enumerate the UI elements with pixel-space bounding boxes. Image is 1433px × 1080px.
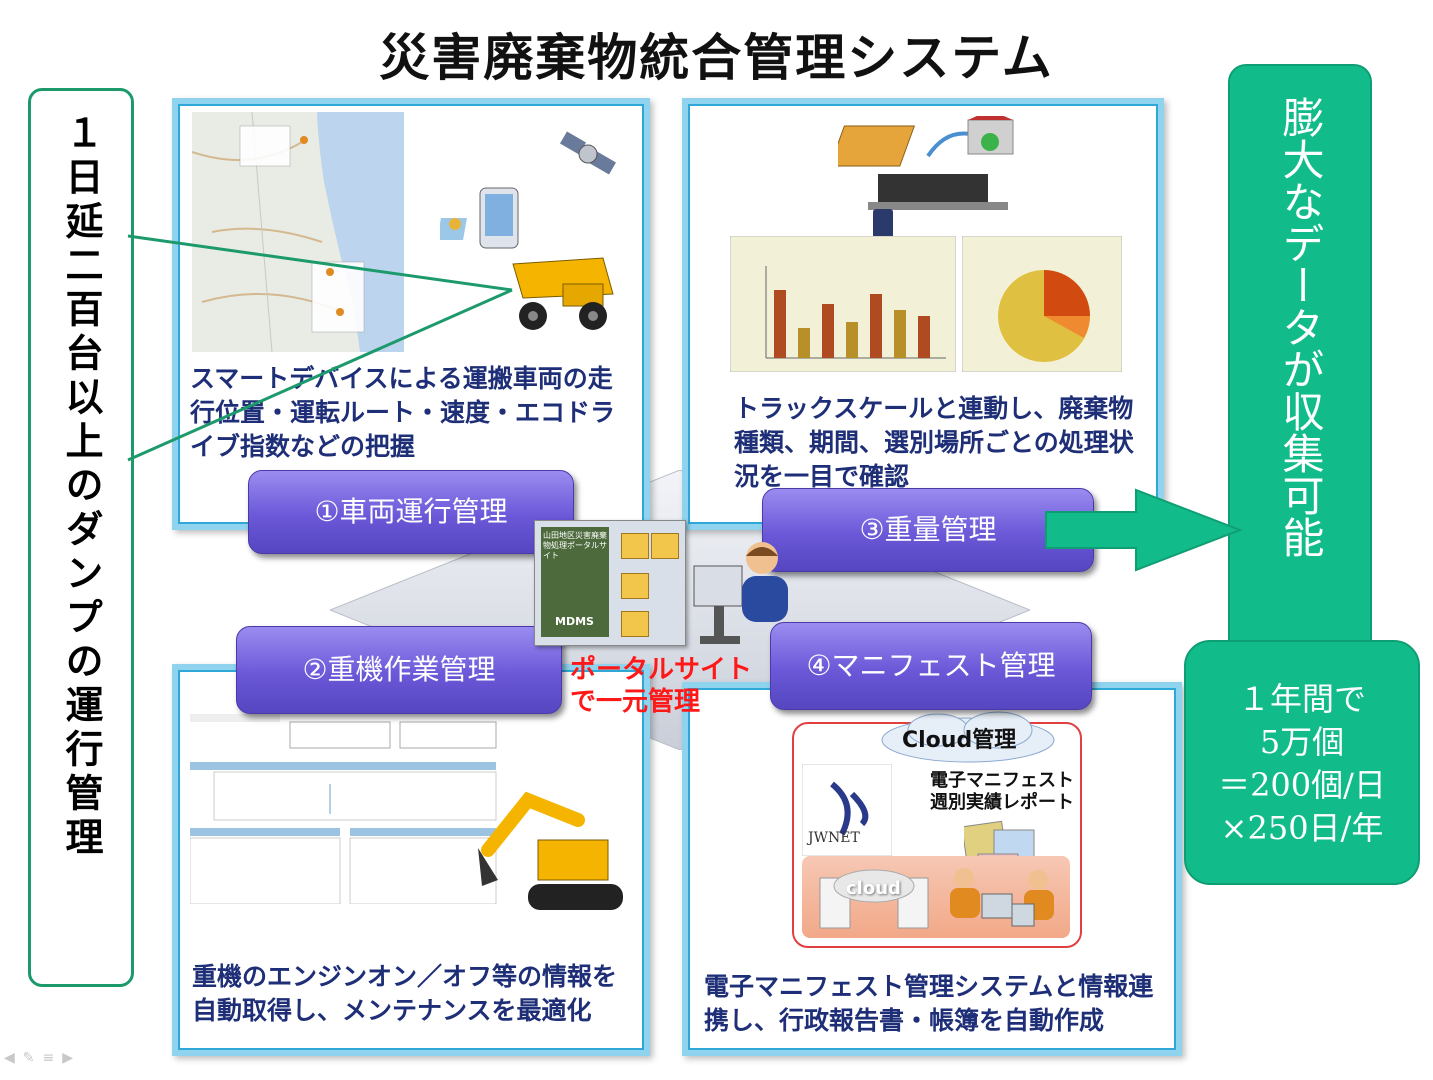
portal-tile-3 bbox=[621, 573, 649, 599]
portal-operator-icon bbox=[693, 542, 788, 644]
pie-chart-image bbox=[962, 236, 1122, 372]
bar-chart-image bbox=[730, 236, 956, 372]
menu-icon[interactable]: ≡ bbox=[42, 1050, 63, 1066]
machine-panel-text: 重機のエンジンオン／オフ等の情報を自動取得し、メンテナンスを最適化 bbox=[192, 962, 618, 1025]
manifest-management-button[interactable]: ④マニフェスト管理 bbox=[770, 622, 1092, 710]
thumbnail-bar bbox=[894, 310, 906, 358]
portal-label-line2: で一元管理 bbox=[570, 687, 701, 717]
map-image bbox=[192, 112, 404, 352]
stat-line1: １年間で bbox=[1237, 680, 1366, 718]
portal-label: ポータルサイト で一元管理 bbox=[570, 654, 752, 718]
big-data-box: 膨大なデータが収集可能 bbox=[1228, 64, 1372, 688]
cloud-header-text: Cloud管理 bbox=[902, 728, 1017, 753]
stat-line4: ×250日/年 bbox=[1220, 809, 1384, 847]
portal-label-line1: ポータルサイト bbox=[570, 655, 753, 685]
panel-weight-management: トラックスケールと連動し、廃棄物種類、期間、選別場所ごとの処理状況を一目で確認 bbox=[682, 98, 1164, 530]
jwnet-text: JWNET bbox=[808, 830, 860, 846]
thumbnail-bar bbox=[870, 294, 882, 358]
portal-screen-map bbox=[541, 527, 609, 637]
vehicle-panel-text: スマートデバイスによる運搬車両の走行位置・運転ルート・速度・エコドライブ指数など… bbox=[190, 364, 616, 461]
panel-machine-management: 重機のエンジンオン／オフ等の情報を自動取得し、メンテナンスを最適化 bbox=[172, 664, 650, 1056]
machine-management-button[interactable]: ②重機作業管理 bbox=[236, 626, 562, 714]
page-title: 災害廃棄物統合管理システム bbox=[379, 29, 1054, 87]
thumbnail-bar bbox=[774, 290, 786, 358]
thumbnail-bar bbox=[822, 304, 834, 358]
cloud-gate-icon bbox=[819, 869, 929, 929]
manifest-panel-text: 電子マニフェスト管理システムと情報連携し、行政報告書・帳簿を自動作成 bbox=[704, 972, 1154, 1035]
weight-panel-text: トラックスケールと連動し、廃棄物種類、期間、選別場所ごとの処理状況を一目で確認 bbox=[734, 394, 1134, 491]
machine-report-image bbox=[190, 714, 500, 904]
pen-icon[interactable]: ✎ bbox=[22, 1050, 43, 1066]
dump-truck-operation-text: １日延二百台以上のダンプの運行管理 bbox=[59, 113, 103, 861]
portal-tile-4 bbox=[621, 611, 649, 637]
map-pin-icon bbox=[440, 218, 467, 240]
portal-logo: MDMS bbox=[555, 615, 594, 628]
smartphone-icon bbox=[479, 187, 519, 249]
portal-tile-1 bbox=[621, 533, 649, 559]
truck-scale-illustration bbox=[838, 116, 1014, 210]
slide-controls[interactable]: ◀✎≡▶ bbox=[4, 1050, 81, 1066]
phone-icon bbox=[873, 209, 893, 239]
dump-truck-operation-box: １日延二百台以上のダンプの運行管理 bbox=[28, 88, 134, 987]
satellite-icon bbox=[559, 131, 617, 175]
annual-stat-box: １年間で 5万個 ＝200個/日 ×250日/年 bbox=[1184, 640, 1420, 885]
stat-line2: 5万個 bbox=[1259, 723, 1345, 761]
portal-tile-2 bbox=[651, 533, 679, 559]
panel-vehicle-management: スマートデバイスによる運搬車両の走行位置・運転ルート・速度・エコドライブ指数など… bbox=[172, 98, 650, 530]
users-at-computers-icon bbox=[950, 868, 1054, 927]
next-slide-icon[interactable]: ▶ bbox=[62, 1050, 82, 1066]
thumbnail-bar bbox=[846, 322, 858, 358]
report-title: 電子マニフェスト 週別実績レポート bbox=[930, 770, 1074, 814]
thumbnail-bar bbox=[798, 328, 810, 358]
prev-slide-icon[interactable]: ◀ bbox=[4, 1050, 23, 1066]
stat-line3: ＝200個/日 bbox=[1218, 766, 1386, 804]
cloud-header-icon bbox=[881, 711, 1055, 763]
excavator-icon bbox=[478, 791, 623, 910]
portal-screen-title: 山田地区災害廃棄物処理ポータルサイト bbox=[543, 531, 607, 560]
panel-manifest-management: JWNET 電子マニフェスト 週別実績レポート cloud bbox=[682, 682, 1182, 1056]
jwnet-logo bbox=[802, 764, 892, 856]
report-line2: 週別実績レポート bbox=[930, 792, 1074, 813]
portal-screen: 山田地区災害廃棄物処理ポータルサイト MDMS bbox=[534, 520, 686, 646]
vehicle-management-button[interactable]: ①車両運行管理 bbox=[248, 470, 574, 554]
weight-management-button[interactable]: ③重量管理 bbox=[762, 488, 1094, 572]
dump-truck-icon bbox=[512, 257, 614, 330]
cloud-label: cloud bbox=[846, 878, 901, 899]
thumbnail-bar bbox=[918, 316, 930, 358]
big-data-text: 膨大なデータが収集可能 bbox=[1276, 96, 1325, 558]
report-line1: 電子マニフェスト bbox=[930, 770, 1074, 791]
